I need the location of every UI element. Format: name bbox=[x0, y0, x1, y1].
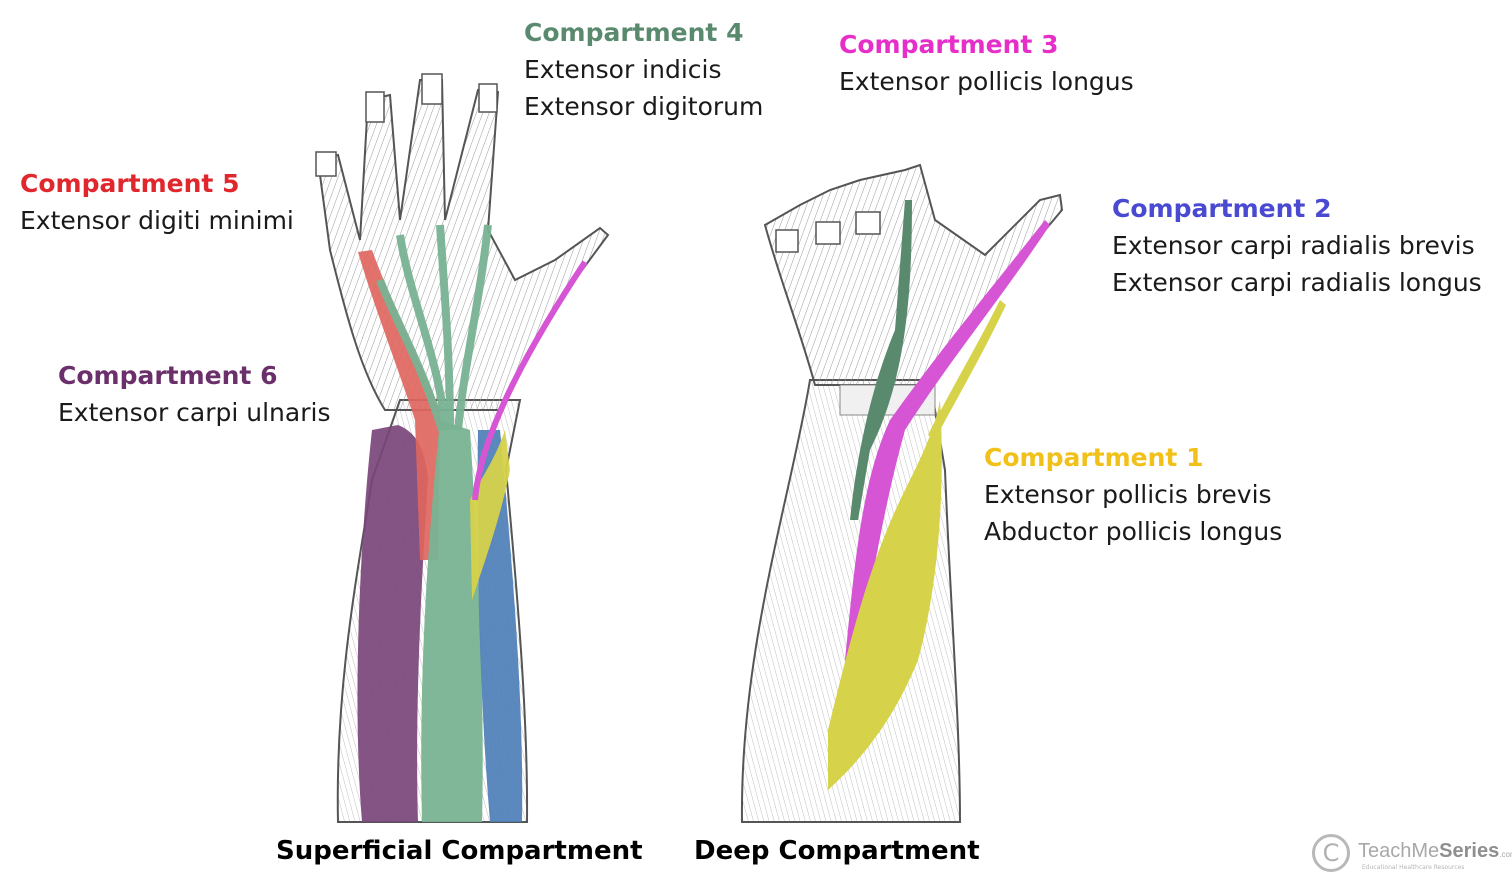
compartment-4-title: Compartment 4 bbox=[524, 18, 744, 47]
superficial-forearm-drawing bbox=[315, 73, 610, 823]
compartment-5-label: Compartment 5 Extensor digiti minimi bbox=[20, 165, 294, 239]
compartment-6-label: Compartment 6 Extensor carpi ulnaris bbox=[58, 357, 330, 431]
muscle-green bbox=[421, 420, 483, 822]
deep-muscle-green bbox=[850, 200, 912, 520]
compartment-2-title: Compartment 2 bbox=[1112, 194, 1332, 223]
compartment-6-title: Compartment 6 bbox=[58, 361, 278, 390]
teachmeseries-logo: C TeachMeSeries.com Educational Healthca… bbox=[1312, 834, 1512, 878]
compartment-1-muscle-1: Extensor pollicis brevis bbox=[984, 480, 1272, 509]
logo-brand-light: TeachMe bbox=[1358, 840, 1440, 862]
compartment-5-title: Compartment 5 bbox=[20, 169, 240, 198]
compartment-3-muscle-1: Extensor pollicis longus bbox=[839, 67, 1134, 96]
muscle-pink bbox=[472, 260, 588, 501]
compartment-1-title: Compartment 1 bbox=[984, 443, 1204, 472]
compartment-2-muscle-1: Extensor carpi radialis brevis bbox=[1112, 231, 1475, 260]
deep-muscle-yellow bbox=[828, 400, 942, 790]
logo-suffix: .com bbox=[1499, 850, 1512, 859]
muscle-yellow bbox=[470, 430, 510, 600]
compartment-5-muscle-1: Extensor digiti minimi bbox=[20, 206, 294, 235]
logo-brand-bold: Series bbox=[1439, 840, 1500, 862]
compartment-3-label: Compartment 3 Extensor pollicis longus bbox=[839, 26, 1134, 100]
muscle-red bbox=[358, 250, 440, 560]
compartment-4-label: Compartment 4 Extensor indicis Extensor … bbox=[524, 14, 763, 125]
deep-forearm-drawing bbox=[740, 163, 1064, 823]
muscle-purple bbox=[357, 425, 428, 822]
deep-muscle-pink bbox=[845, 220, 1050, 680]
logo-tagline: Educational Healthcare Resources bbox=[1362, 864, 1465, 871]
deep-caption: Deep Compartment bbox=[694, 836, 980, 866]
compartment-3-title: Compartment 3 bbox=[839, 30, 1059, 59]
green-tendons bbox=[376, 224, 492, 432]
logo-brand: TeachMeSeries.com bbox=[1358, 840, 1512, 863]
superficial-caption: Superficial Compartment bbox=[276, 836, 643, 866]
compartment-4-muscle-2: Extensor digitorum bbox=[524, 92, 764, 121]
compartment-1-muscle-2: Abductor pollicis longus bbox=[984, 517, 1283, 546]
compartment-1-label: Compartment 1 Extensor pollicis brevis A… bbox=[984, 439, 1282, 550]
compartment-2-muscle-2: Extensor carpi radialis longus bbox=[1112, 268, 1482, 297]
copyright-icon: C bbox=[1312, 834, 1350, 872]
compartment-6-muscle-1: Extensor carpi ulnaris bbox=[58, 398, 331, 427]
compartment-2-label: Compartment 2 Extensor carpi radialis br… bbox=[1112, 190, 1482, 301]
compartment-4-muscle-1: Extensor indicis bbox=[524, 55, 722, 84]
